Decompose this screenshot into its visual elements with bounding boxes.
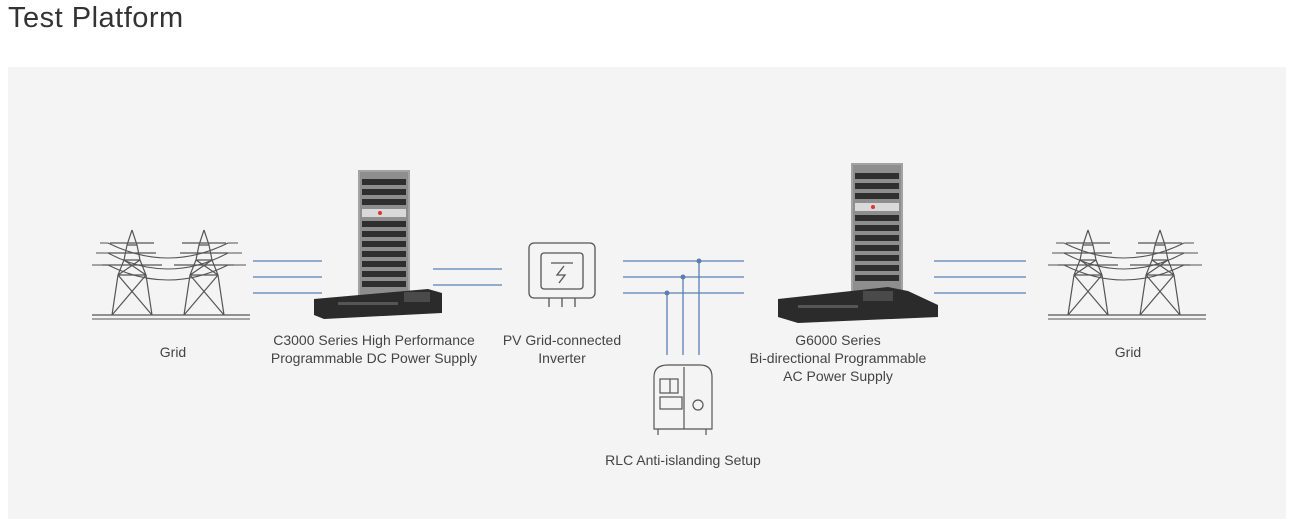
ac-power-supply-icon bbox=[778, 163, 938, 323]
connector-junctions bbox=[664, 258, 702, 296]
diagram-canvas bbox=[8, 163, 1286, 435]
dc-power-supply-icon bbox=[314, 170, 442, 319]
connector-dc-inverter bbox=[433, 268, 502, 286]
dc-power-supply-label: C3000 Series High Performance Programmab… bbox=[270, 332, 478, 366]
rlc-setup-label: RLC Anti-islanding Setup bbox=[605, 452, 761, 468]
grid-right-label: Grid bbox=[1114, 344, 1142, 360]
connector-ac-grid bbox=[934, 260, 1026, 294]
ac-power-supply-label: G6000 Series Bi-directional Programmable… bbox=[749, 332, 927, 384]
grid-left-label: Grid bbox=[159, 344, 187, 360]
page-title: Test Platform bbox=[8, 2, 184, 34]
rlc-setup-icon bbox=[653, 364, 713, 435]
inverter-icon bbox=[528, 242, 596, 307]
connector-inverter-ac bbox=[623, 260, 744, 355]
grid-right-icon bbox=[1048, 230, 1206, 319]
grid-left-icon bbox=[92, 230, 250, 319]
connector-grid-dc bbox=[253, 260, 322, 294]
diagram-panel: Grid C3000 Series High Performance Progr… bbox=[8, 67, 1286, 519]
inverter-label: PV Grid-connected Inverter bbox=[502, 332, 622, 366]
